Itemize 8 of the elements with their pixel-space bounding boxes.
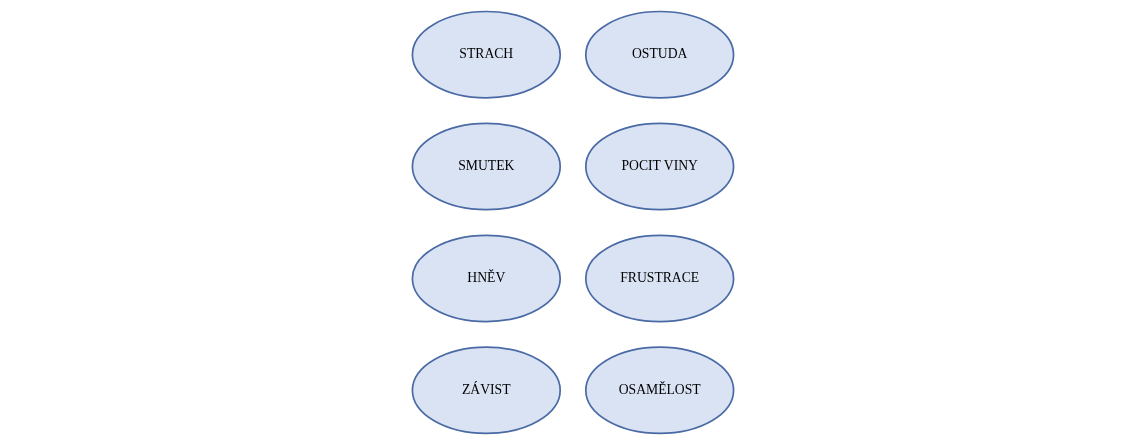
- node-ellipse: OSTUDA: [584, 10, 735, 99]
- node-ellipse: SMUTEK: [411, 122, 562, 211]
- node-ellipse: ZÁVIST: [411, 346, 562, 435]
- node-ellipse: FRUSTRACE: [584, 234, 735, 323]
- node-ellipse: OSAMĚLOST: [584, 346, 735, 435]
- node-ellipse: HNĚV: [411, 234, 562, 323]
- node-ellipse: STRACH: [411, 10, 562, 99]
- node-ellipse: POCIT VINY: [584, 122, 735, 211]
